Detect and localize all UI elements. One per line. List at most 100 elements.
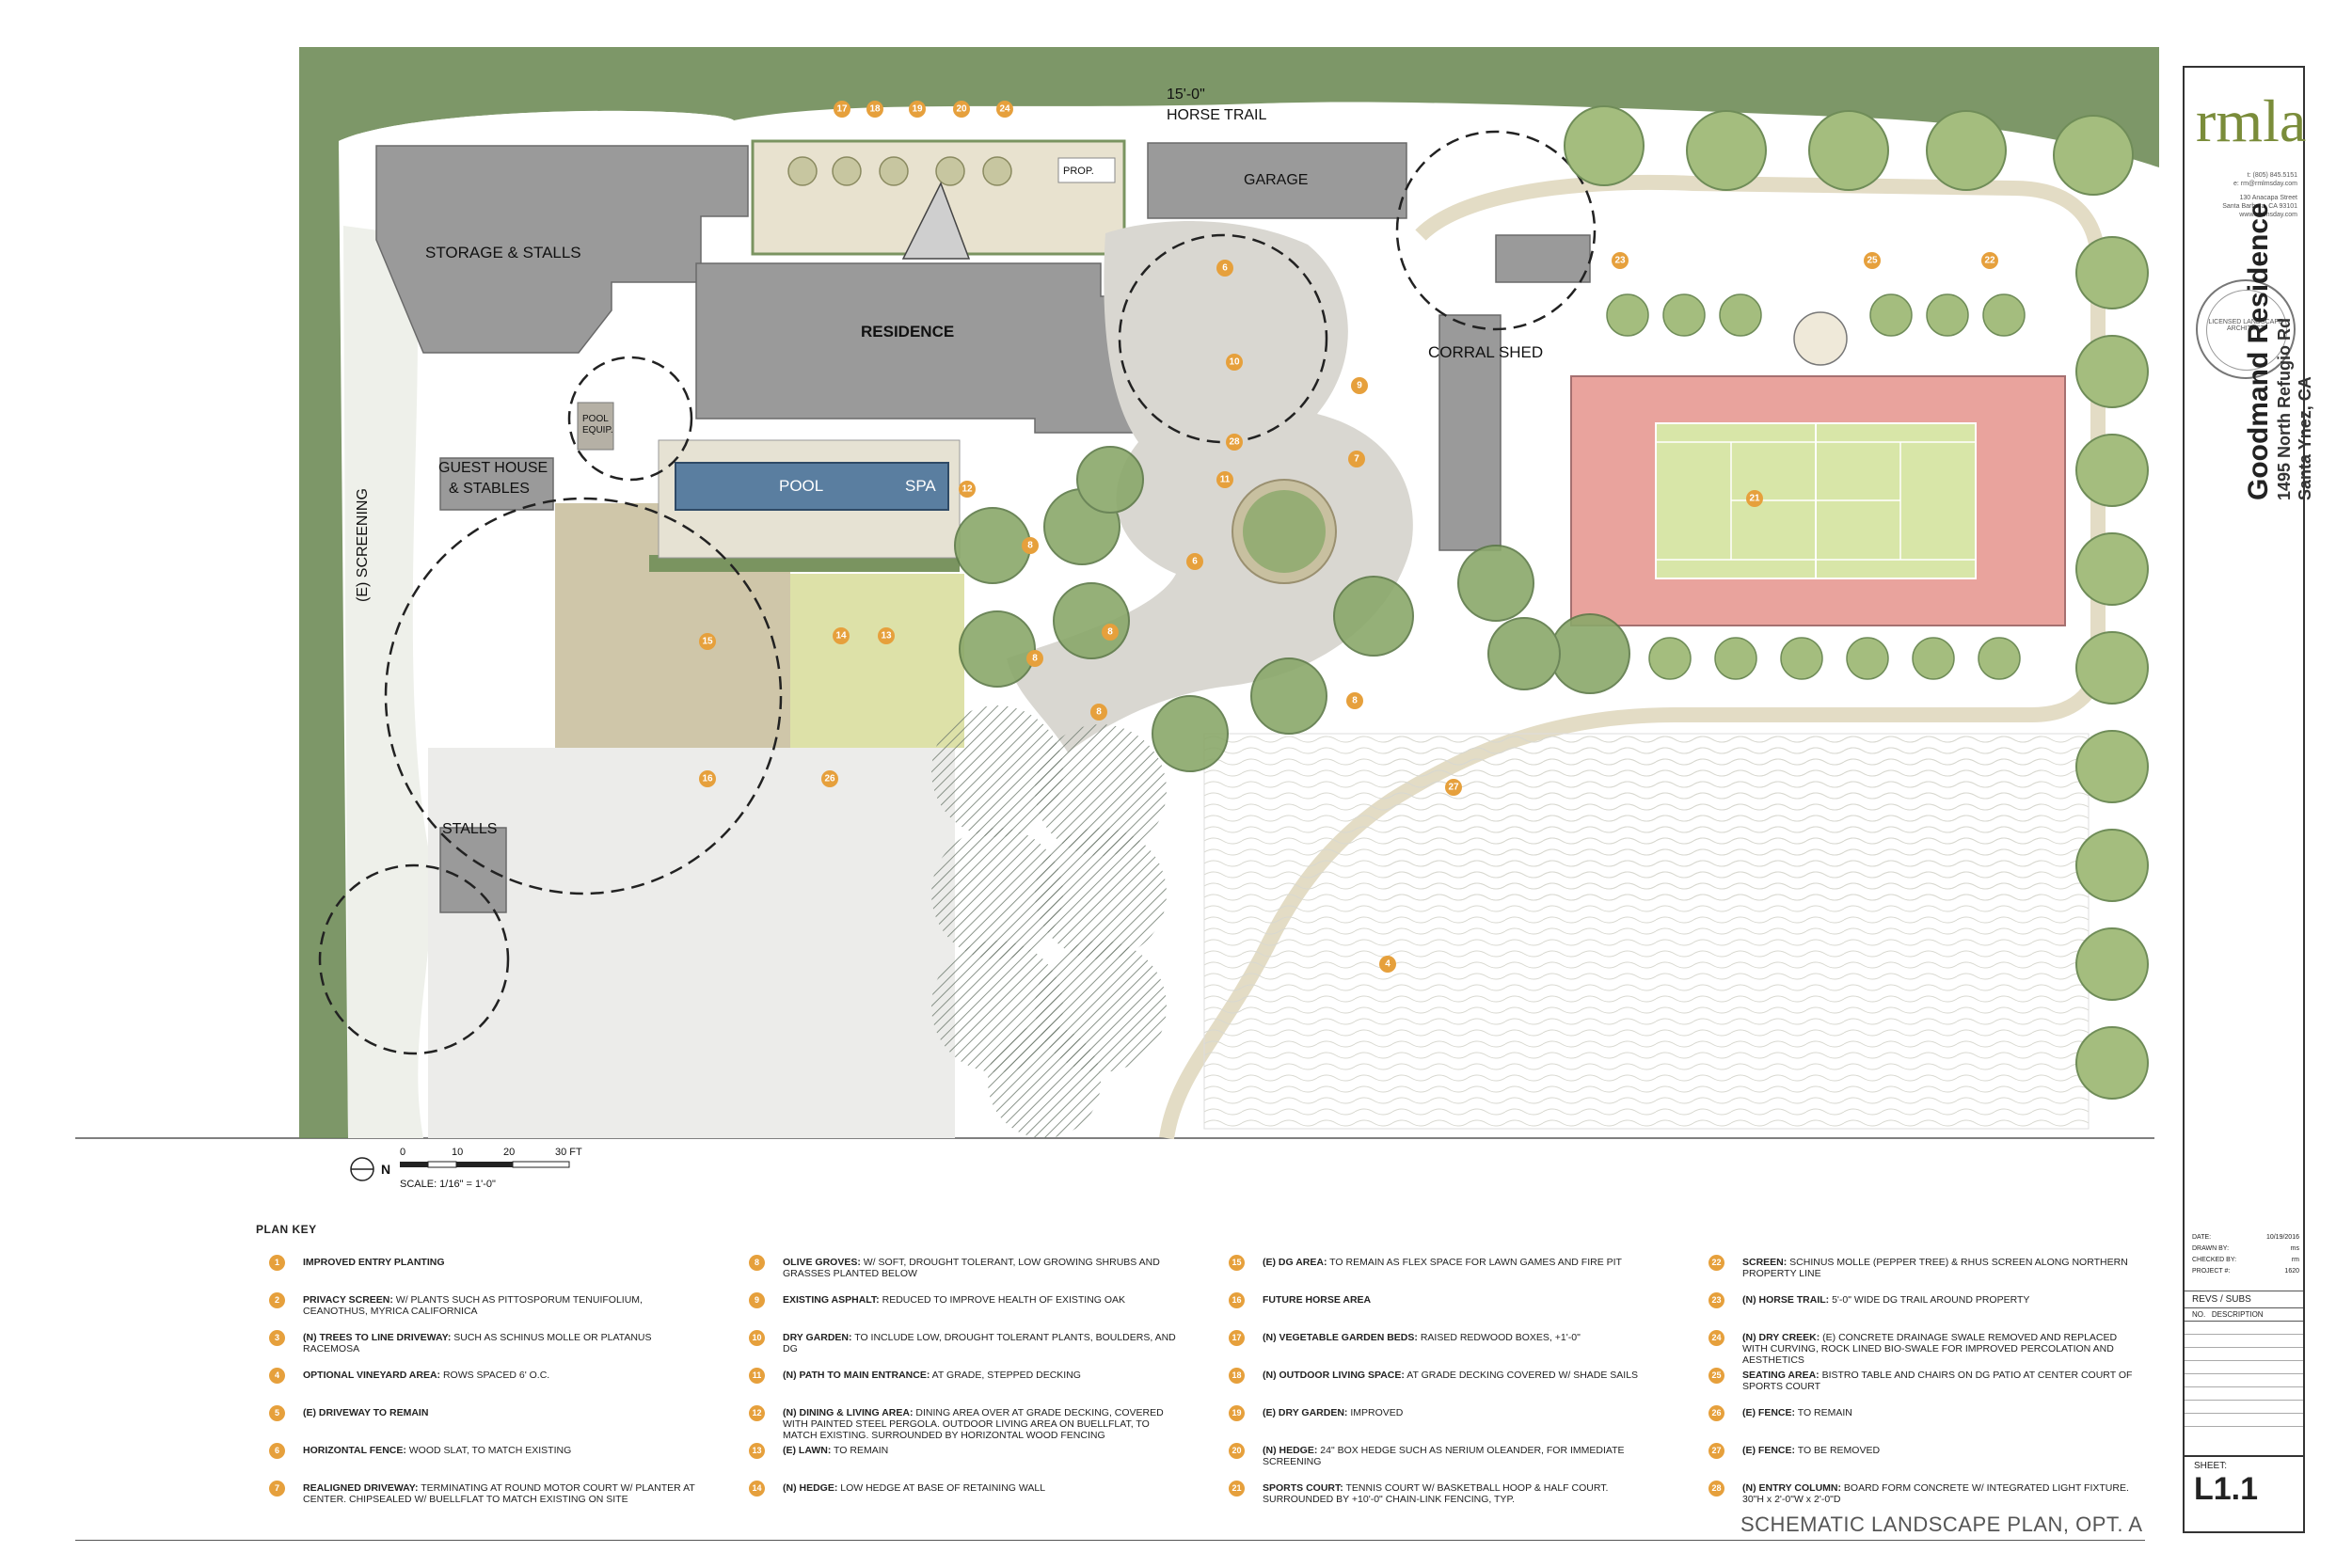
plan-key-item-desc: SUCH AS SCHINUS MOLLE OR PLATANUS RACEMO… <box>303 1332 652 1354</box>
marker-8b: 8 <box>1102 624 1119 641</box>
plan-key-item-desc: WOOD SLAT, TO MATCH EXISTING <box>405 1445 572 1456</box>
plan-markers: 17 18 19 20 24 6 10 28 9 7 11 6 12 8 8 8… <box>699 101 1998 973</box>
plan-key-number: 1 <box>269 1255 285 1271</box>
plan-key-number: 7 <box>269 1481 285 1497</box>
sheet-box: SHEET: L1.1 <box>2185 1455 2303 1508</box>
meta-key: PROJECT #: <box>2192 1268 2231 1275</box>
plan-key-text: (N) OUTDOOR LIVING SPACE: AT GRADE DECKI… <box>1263 1370 1658 1381</box>
plan-key-item-title: (E) LAWN: <box>783 1445 832 1456</box>
right-shed <box>1495 234 1591 283</box>
plan-key-text: (N) HORSE TRAIL: 5'-0" WIDE DG TRAIL ARO… <box>1742 1294 2137 1306</box>
plan-key-item-desc: (E) CONCRETE DRAINAGE SWALE REMOVED AND … <box>1742 1332 2118 1366</box>
plan-key-item-title: (E) DRIVEWAY TO REMAIN <box>303 1407 429 1418</box>
plan-key-item-desc: W/ PLANTS SUCH AS PITTOSPORUM TENUIFOLIU… <box>303 1294 643 1317</box>
svg-text:11: 11 <box>1220 475 1231 485</box>
revisions-desc-header: DESCRIPTION <box>2211 1310 2264 1319</box>
plan-key-text: (N) DINING & LIVING AREA: DINING AREA OV… <box>783 1407 1178 1441</box>
plan-key-item-title: (N) ENTRY COLUMN: <box>1742 1482 1841 1494</box>
plan-key-item-title: OLIVE GROVES: <box>783 1257 861 1268</box>
firm-street: 130 Anacapa Street <box>2239 195 2298 201</box>
meta-value: 1620 <box>2284 1268 2299 1275</box>
plan-key-item-desc: TO REMAIN <box>1795 1407 1852 1418</box>
plan-key-number: 17 <box>1229 1330 1245 1346</box>
plan-key-item: 11(N) PATH TO MAIN ENTRANCE: AT GRADE, S… <box>736 1368 1178 1405</box>
marker-15: 15 <box>699 633 716 650</box>
plan-key-number: 10 <box>749 1330 765 1346</box>
plan-key-item: 17 (N) VEGETABLE GARDEN BEDS: RAISED REDW… <box>1216 1330 1658 1368</box>
meta-key: CHECKED BY: <box>2192 1257 2237 1263</box>
plan-key-item-title: IMPROVED ENTRY PLANTING <box>303 1257 445 1268</box>
svg-text:27: 27 <box>1448 783 1459 793</box>
plan-key-number: 21 <box>1229 1481 1245 1497</box>
meta-row: DATE:10/19/2016 <box>2192 1232 2299 1243</box>
plan-key-text: (N) VEGETABLE GARDEN BEDS: RAISED REDWOO… <box>1263 1332 1658 1343</box>
meta-row: PROJECT #: 1620 <box>2192 1266 2299 1277</box>
meta-row: DRAWN BY:ms <box>2192 1243 2299 1255</box>
plan-key-number: 3 <box>269 1330 285 1346</box>
plan-key-item: 26(E) FENCE: TO REMAIN <box>1695 1405 2137 1443</box>
garage-label: GARAGE <box>1244 172 1308 188</box>
plan-key-text: (E) FENCE: TO BE REMOVED <box>1742 1445 2137 1456</box>
firm-phone: t: (805) 845.5151 <box>2247 172 2297 179</box>
plan-key-text: (N) DRY CREEK: (E) CONCRETE DRAINAGE SWA… <box>1742 1332 2137 1366</box>
marker-16: 16 <box>699 770 716 787</box>
plan-key-item-desc: IMPROVED <box>1347 1407 1404 1418</box>
marker-8d: 8 <box>1090 704 1107 721</box>
plan-key-item: 24(N) DRY CREEK: (E) CONCRETE DRAINAGE S… <box>1695 1330 2137 1368</box>
scale-tick-20: 20 <box>503 1147 515 1158</box>
plan-key-item: 1 IMPROVED ENTRY PLANTING <box>256 1255 698 1292</box>
scale-bar <box>400 1161 570 1168</box>
plan-key-item-title: (N) VEGETABLE GARDEN BEDS: <box>1263 1332 1418 1343</box>
screen-trees-right <box>2075 236 2149 1100</box>
svg-text:8: 8 <box>1352 696 1358 706</box>
plan-key-number: 14 <box>749 1481 765 1497</box>
plan-key-number: 4 <box>269 1368 285 1384</box>
marker-21: 21 <box>1746 490 1763 507</box>
plan-key-item: 13(E) LAWN: TO REMAIN <box>736 1443 1178 1481</box>
plan-key-item-title: SCREEN: <box>1742 1257 1788 1268</box>
marker-top-17: 17 <box>834 101 850 118</box>
plan-key-item-title: (E) DG AREA: <box>1263 1257 1327 1268</box>
plan-key-item-title: (N) HEDGE: <box>1263 1445 1318 1456</box>
marker-top-18: 18 <box>866 101 883 118</box>
plan-key-item-desc: TO BE REMOVED <box>1795 1445 1881 1456</box>
plan-key-number: 27 <box>1708 1443 1724 1459</box>
corral-shed-building <box>1438 314 1502 551</box>
plan-key-number: 15 <box>1229 1255 1245 1271</box>
plan-key-text: (E) FENCE: TO REMAIN <box>1742 1407 2137 1418</box>
plan-key-item-title: SEATING AREA: <box>1742 1370 1820 1381</box>
plan-key-text: HORIZONTAL FENCE: WOOD SLAT, TO MATCH EX… <box>303 1445 698 1456</box>
meta-value: ms <box>2290 1245 2299 1252</box>
hedge-strip <box>649 555 960 572</box>
residence-building <box>695 262 1139 434</box>
firm-contact: t: (805) 845.5151 e: rm@rmlmsday.com 130… <box>2194 171 2297 219</box>
svg-text:8: 8 <box>1096 707 1102 718</box>
sheet-label: SHEET: <box>2194 1461 2228 1471</box>
meta-value: rm <box>2291 1257 2299 1263</box>
marker-8a: 8 <box>1022 537 1039 554</box>
firm-logo: rmla <box>2196 87 2307 154</box>
dashed-canopy-circles <box>318 130 1597 1055</box>
svg-text:18: 18 <box>869 104 881 115</box>
stalls-label: STALLS <box>442 821 497 837</box>
screen-trees-top <box>1564 105 2134 196</box>
plan-key-text: FUTURE HORSE AREA <box>1263 1294 1658 1306</box>
marker-top-19: 19 <box>909 101 926 118</box>
guest-house-label-2: & STABLES <box>449 481 530 497</box>
plan-key-item-desc: DINING AREA OVER AT GRADE DECKING, COVER… <box>783 1407 1164 1441</box>
plan-key-text: (E) DG AREA: TO REMAIN AS FLEX SPACE FOR… <box>1263 1257 1658 1268</box>
revisions-title: REVS / SUBS <box>2185 1291 2303 1308</box>
marker-27: 27 <box>1445 779 1462 796</box>
horse-trail-dim: 15'-0" <box>1167 87 1205 103</box>
plan-key-number: 2 <box>269 1292 285 1308</box>
scale-text: SCALE: 1/16" = 1'-0" <box>400 1179 496 1190</box>
